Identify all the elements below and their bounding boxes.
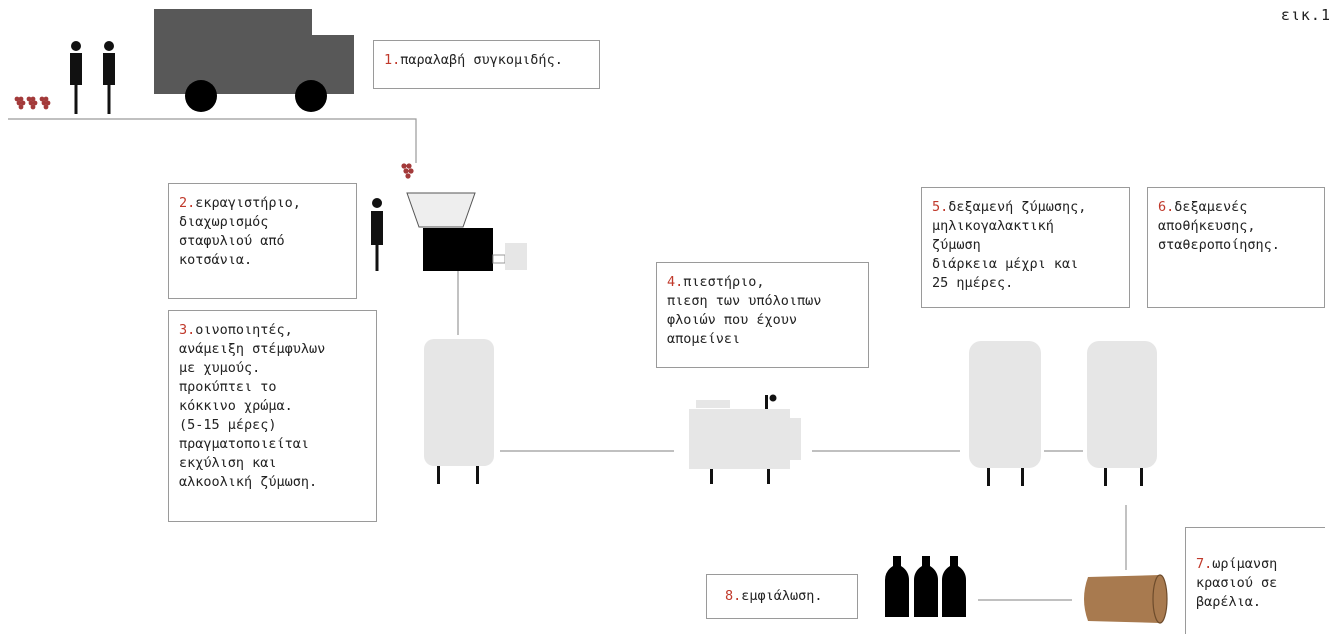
step-6-label: 6.δεξαμενές αποθήκευσης, σταθεροποίησης. [1147, 187, 1325, 308]
destemmer-machine-icon [406, 192, 527, 271]
step-4-text: πιεστήριο, πιεση των υπόλοιπων φλοιών πο… [667, 274, 822, 347]
step-1-label: 1.παραλαβή συγκομιδής. [373, 40, 600, 89]
bottles-icon [885, 556, 966, 617]
step-3-label: 3.οινοποιητές, ανάμειξη στέμφυλων με χυμ… [168, 310, 377, 522]
step-7-label: 7.ωρίμανση κρασιού σε βαρέλια. [1185, 527, 1325, 634]
step-8-text: εμφιάλωση. [741, 588, 823, 604]
ground-line [8, 118, 417, 163]
step-1-text: παραλαβή συγκομιδής. [400, 52, 563, 68]
step-5-label: 5.δεξαμενή ζύμωσης, μηλικογαλακτική ζύμω… [921, 187, 1130, 308]
step-4-number: 4. [667, 274, 684, 290]
step-5-number: 5. [932, 199, 949, 215]
step-1-number: 1. [384, 52, 401, 68]
press-machine-icon [689, 394, 801, 484]
step-8-number: 8. [725, 588, 742, 604]
storage-tank-icon [1087, 341, 1157, 486]
step-5-text: δεξαμενή ζύμωσης, μηλικογαλακτική ζύμωση… [932, 199, 1087, 291]
figure-tag: εικ.1 [1280, 6, 1331, 24]
step-2-number: 2. [179, 195, 196, 211]
step-2-text: εκραγιστήριο, διαχωρισμός σταφυλιού από … [179, 195, 301, 268]
connection-lines [8, 118, 1127, 601]
step-3-number: 3. [179, 322, 196, 338]
step-4-label: 4.πιεστήριο, πιεση των υπόλοιπων φλοιών … [656, 262, 869, 368]
fermentation-vat-icon [424, 339, 494, 484]
grape-bunch-icon [401, 163, 414, 179]
barrel-icon [1084, 574, 1168, 624]
truck-icon [154, 9, 354, 112]
step-3-text: οινοποιητές, ανάμειξη στέμφυλων με χυμού… [179, 322, 326, 490]
malolactic-tank-icon [969, 341, 1041, 486]
person-icon [70, 41, 82, 114]
step-7-number: 7. [1196, 556, 1213, 572]
person-icon [103, 41, 115, 114]
step-7-text: ωρίμανση κρασιού σε βαρέλια. [1196, 556, 1278, 610]
step-6-text: δεξαμενές αποθήκευσης, σταθεροποίησης. [1158, 199, 1280, 253]
step-2-label: 2.εκραγιστήριο, διαχωρισμός σταφυλιού απ… [168, 183, 357, 299]
step-6-number: 6. [1158, 199, 1175, 215]
step-8-label: 8.εμφιάλωση. [706, 574, 858, 619]
grapes-icon [14, 96, 51, 110]
worker-icon [371, 198, 383, 271]
